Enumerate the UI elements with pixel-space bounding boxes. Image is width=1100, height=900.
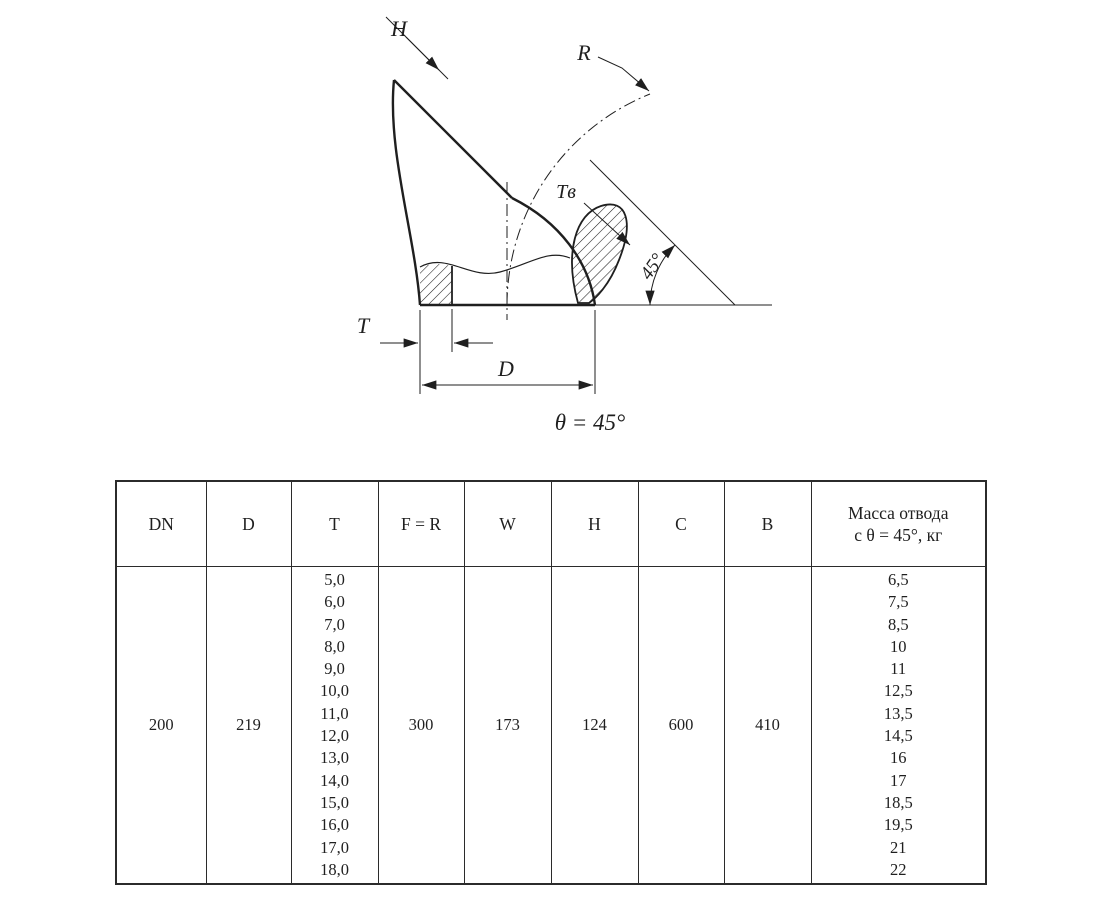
cell-mass-values: 6,5 7,5 8,5 10 11 12,5 13,5 14,5 16 17 1…: [810, 566, 987, 885]
tv-leader: [583, 202, 631, 246]
header-d: D: [205, 480, 292, 567]
cell-d: 219: [205, 566, 292, 885]
angle-45-arc: [645, 244, 676, 306]
inner-edge-arc: [511, 196, 597, 306]
label-angle-45: 45°: [636, 250, 669, 284]
data-row: 200 219 5,0 6,0 7,0 8,0 9,0 10,0 11,0 12…: [115, 566, 987, 885]
header-mass: Масса отвода с θ = 45°, кг: [810, 480, 987, 567]
cell-h: 124: [550, 566, 639, 885]
header-c: C: [637, 480, 725, 567]
outer-edge-arc: [391, 79, 422, 306]
bend-radius-centerline-arc: [506, 93, 651, 306]
dimension-lines: [380, 16, 772, 394]
bend-wall-section: [571, 203, 628, 304]
section-hatching: [420, 203, 628, 305]
label-tv: Tв: [556, 181, 576, 203]
elbow-drawing-area: H R Tв 45° T D θ = 45°: [357, 16, 772, 435]
label-d: D: [497, 356, 514, 381]
header-t: T: [290, 480, 379, 567]
apex-45-line: [589, 159, 736, 306]
cell-t-values: 5,0 6,0 7,0 8,0 9,0 10,0 11,0 12,0 13,0 …: [290, 566, 379, 885]
header-row: DN D T F = R W H C B Масса отвода с θ = …: [115, 480, 987, 567]
cell-f-r: 300: [377, 566, 465, 885]
label-t: T: [357, 313, 371, 338]
left-wall-section: [420, 264, 452, 305]
header-h: H: [550, 480, 639, 567]
header-f-r: F = R: [377, 480, 465, 567]
end-face-line: [393, 79, 513, 199]
cell-w: 173: [463, 566, 552, 885]
h-arrow: [405, 36, 440, 71]
elbow-45-technical-drawing: H R Tв 45° T D θ = 45°: [357, 16, 772, 435]
centerlines: [506, 93, 651, 320]
header-w: W: [463, 480, 552, 567]
header-dn: DN: [115, 480, 207, 567]
label-theta-45: θ = 45°: [555, 410, 626, 435]
cell-b: 410: [723, 566, 812, 885]
break-wavy-line: [419, 254, 571, 274]
cell-dn: 200: [115, 566, 207, 885]
header-b: B: [723, 480, 812, 567]
r-leader: [597, 56, 650, 92]
cell-c: 600: [637, 566, 725, 885]
label-r: R: [576, 40, 591, 65]
elbow-dimensions-table: DN D T F = R W H C B Масса отвода с θ = …: [115, 480, 987, 886]
label-h: H: [390, 16, 408, 41]
